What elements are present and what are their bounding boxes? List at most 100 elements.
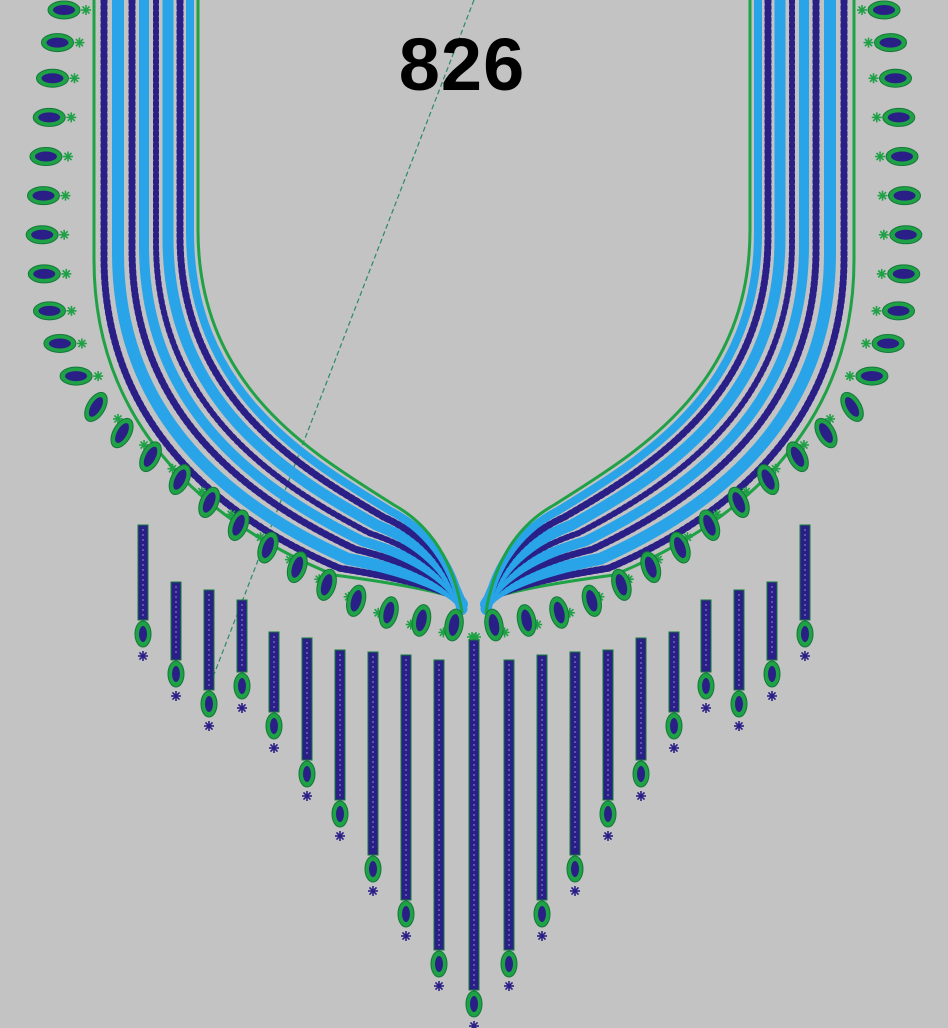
star-stitch [93,371,104,382]
leaf-petal [286,551,308,584]
band-left [92,0,468,616]
guide-line [207,0,475,691]
leaf-petal [444,608,464,642]
star-stitch [434,981,444,991]
leaf-petal [786,441,809,473]
leaf-petal [879,68,913,88]
star-stitch [844,371,855,382]
star-stitch [81,5,91,15]
leaf-petal [47,0,81,20]
neckline-band [92,0,856,616]
design-number-label: 826 [398,23,526,106]
tassel [533,654,551,941]
leaf-petal [168,464,192,496]
tassel [331,649,349,841]
leaf-petal [27,264,61,284]
tassel [430,659,448,991]
tassel [167,581,185,701]
leaf-petal [889,225,923,245]
star-stitch [60,190,71,201]
leaf-petal [84,391,108,422]
star-stitch [335,831,345,841]
star-stitch [857,5,867,15]
stripe [480,0,786,615]
leaf-petal [814,417,838,449]
star-stitch [112,413,123,424]
tassel-fringe [134,524,814,1028]
leaf-petal-border [25,0,923,642]
tassel [233,599,251,713]
leaf-petal [855,366,889,386]
tassel [697,599,715,713]
leaf-petal [882,107,916,127]
star-stitch [800,651,810,661]
leaf-petal [484,608,504,642]
star-stitch [861,338,872,349]
stripe [482,0,762,616]
leaf-petal [516,604,537,637]
tassel [763,581,781,701]
leaf-petal [43,333,77,353]
star-stitch [76,338,87,349]
leaf-petal [32,107,66,127]
star-stitch [636,791,646,801]
leaf-petal [32,301,66,321]
stripe [139,0,467,612]
stripe [186,0,466,616]
star-stitch [603,831,613,841]
star-stitch [570,886,580,896]
star-stitch [171,691,181,701]
leaf-petal [581,584,602,617]
stripe [162,0,468,615]
star-stitch [767,691,777,701]
star-stitch [74,37,85,48]
leaf-petal [40,33,74,53]
star-stitch [62,151,73,162]
stripe [480,0,836,611]
leaf-petal [840,391,864,422]
star-stitch [537,931,547,941]
leaf-petal [727,486,750,518]
star-stitch [871,305,882,316]
star-stitch [204,721,214,731]
leaf-petal [882,301,916,321]
stripe [112,0,468,611]
leaf-petal [227,509,250,541]
band-right [480,0,856,616]
leaf-petal [669,531,691,564]
leaf-petal [257,531,279,564]
star-stitch [237,703,247,713]
tassel [134,524,152,661]
leaf-petal [885,147,919,167]
tassel [599,649,617,841]
tassel [298,637,316,801]
leaf-petal [316,568,337,601]
tassel [364,651,382,896]
leaf-petal [25,225,59,245]
leaf-petal [346,584,367,617]
leaf-petal [887,264,921,284]
tassel [397,654,415,941]
leaf-petal [756,464,780,496]
leaf-petal [411,604,432,637]
tassel [465,639,483,1028]
stripe [481,0,809,612]
tassel [730,589,748,731]
leaf-petal [139,441,162,473]
tassel [265,631,283,753]
leaf-petal [198,486,221,518]
star-stitch [669,743,679,753]
star-stitch [66,112,77,123]
leaf-petal [611,568,632,601]
star-stitch [138,651,148,661]
star-stitch [701,703,711,713]
star-stitch [877,190,888,201]
star-stitch [711,509,722,520]
tassel [796,524,814,661]
leaf-petal [698,509,721,541]
leaf-petal [867,0,901,20]
stripe [196,0,464,614]
tassel [500,659,518,991]
